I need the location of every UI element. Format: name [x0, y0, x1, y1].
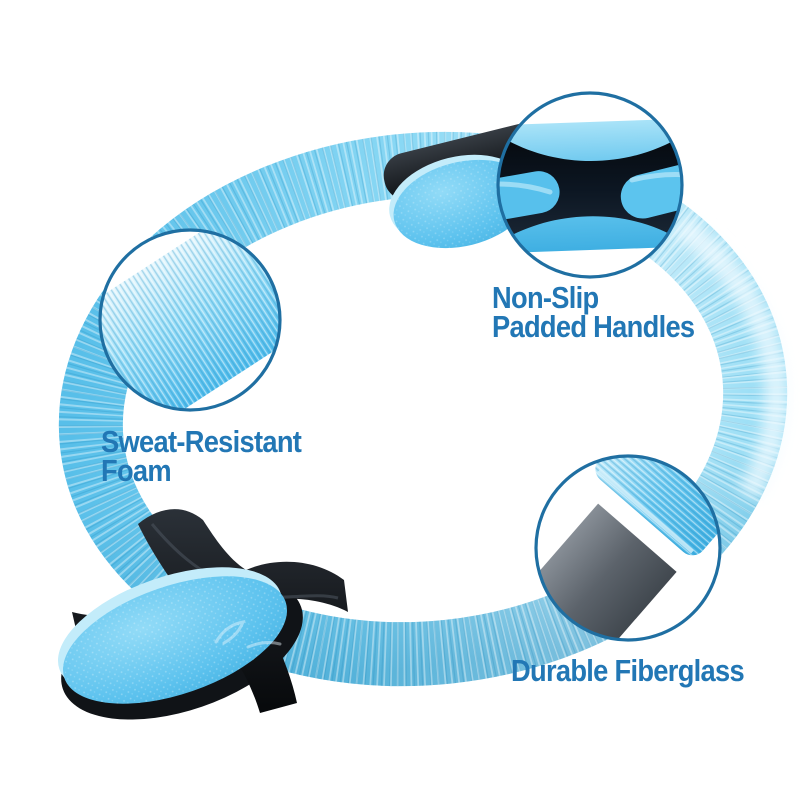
handle-closeup-grip — [498, 128, 682, 250]
callout-fiberglass-border — [534, 454, 722, 642]
durable-fiberglass-label: Durable Fiberglass — [511, 653, 745, 688]
non-slip-label-line2: Padded Handles — [492, 309, 695, 345]
sweat-resistant-foam-label: Sweat-Resistant Foam — [101, 424, 302, 489]
foam-closeup-ribs — [100, 230, 280, 410]
handle-closeup-tube-highlights — [498, 171, 682, 195]
callout-fiberglass-magnifier — [534, 454, 722, 642]
fiberglass-core-band — [536, 503, 677, 640]
ring-rib-texture-light — [58, 131, 788, 687]
foam-label-line2: Foam — [101, 453, 172, 489]
callout-foam-magnifier — [98, 228, 282, 412]
ring-right-highlight — [672, 215, 789, 502]
handle-closeup-left-tube — [498, 171, 560, 223]
bottom-handle-pad-speckle — [62, 576, 288, 704]
fiberglass-foam-ribs — [595, 456, 720, 556]
fiberglass-foam-cut-edge — [597, 469, 694, 554]
non-slip-label-line1: Non-Slip — [492, 280, 599, 315]
embossed-brand-mark — [214, 620, 282, 649]
callout-foam-border — [98, 228, 282, 412]
non-slip-padded-handles-label: Non-Slip Padded Handles — [492, 280, 695, 345]
callout-handle-magnifier — [496, 91, 684, 279]
ring-rib-texture-dark — [58, 131, 788, 687]
bottom-handle — [57, 509, 348, 720]
callout-handle-border — [496, 91, 684, 279]
fiberglass-label-line1: Durable Fiberglass — [511, 653, 745, 688]
foam-label-line1: Sweat-Resistant — [101, 424, 302, 459]
